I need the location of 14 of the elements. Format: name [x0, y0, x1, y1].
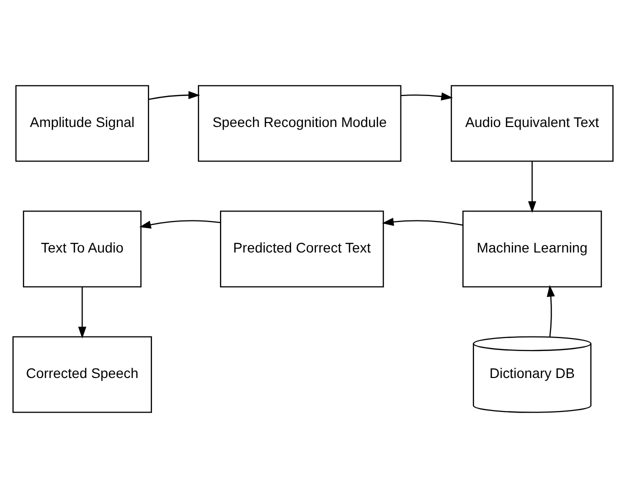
node-box: Predicted Correct Text [220, 210, 384, 288]
arrow [139, 220, 221, 229]
arrow [148, 91, 200, 100]
node-box: Audio Equivalent Text [450, 85, 614, 162]
arrow [546, 285, 555, 337]
arrow [400, 92, 453, 100]
node-box: Text To Audio [22, 210, 142, 288]
arrow [78, 286, 86, 338]
node-box: Amplitude Signal [15, 85, 150, 162]
node-box: Machine Learning [462, 210, 602, 288]
arrow [528, 161, 536, 213]
node-box: Corrected Speech [12, 336, 152, 413]
arrow [382, 218, 463, 226]
node-box: Speech Recognition Module [198, 85, 402, 162]
